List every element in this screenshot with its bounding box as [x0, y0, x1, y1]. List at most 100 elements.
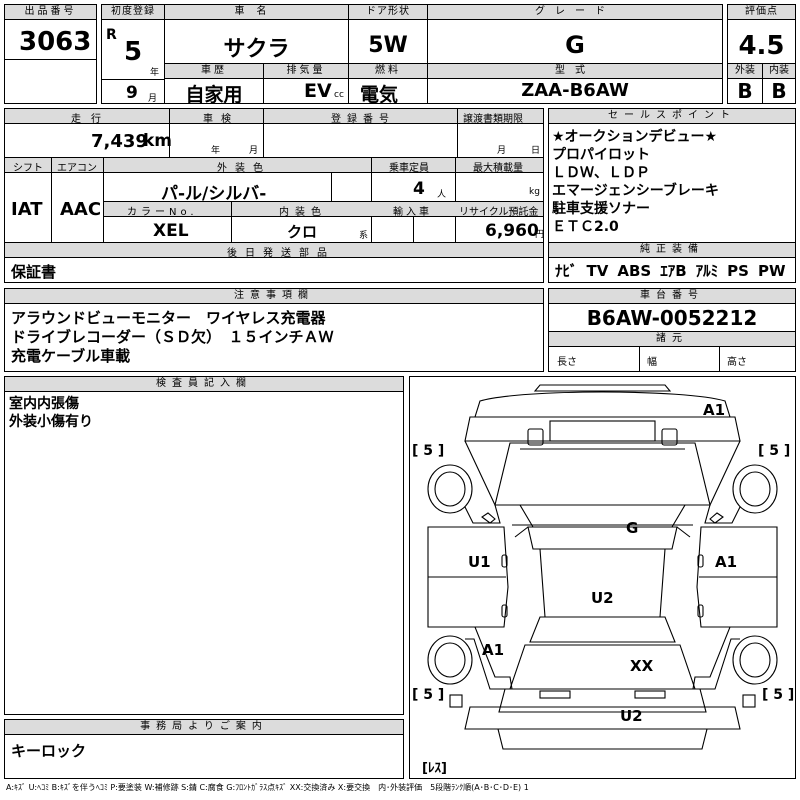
equipment-item: TV	[586, 262, 609, 280]
grade: G	[565, 31, 585, 59]
equipment-item: ABS	[617, 262, 652, 280]
score-label: 評価点	[728, 5, 795, 20]
interior-grade-box: 内装 B	[762, 63, 796, 104]
tire-front-left: [ 5 ]	[412, 443, 444, 459]
door-box: ドア形状 5W	[348, 4, 428, 64]
chassis-number: B6AW-0052212	[586, 306, 758, 330]
lot-number-box: 出品番号 3063	[4, 4, 97, 60]
office-note: キーロック	[11, 742, 87, 760]
spare-tire: [ﾚｽ]	[422, 761, 447, 776]
displacement-box: 排気量 EV cc	[263, 63, 349, 104]
vehicle-info-block: 走行 車検 登録番号 譲渡書類期限 7,439 km 年 月 月 日 シフト エ…	[4, 108, 544, 283]
car-name-box: 車名 サクラ	[164, 4, 349, 64]
grade-label: グレード	[428, 5, 722, 20]
mileage-unit: km	[143, 131, 173, 151]
tire-front-right: [ 5 ]	[758, 443, 790, 459]
lot-blank-box	[4, 59, 97, 104]
mileage: 7,439	[91, 131, 148, 152]
reg-number-label: 登録番号	[331, 114, 395, 125]
color-number-label: カラーNo.	[127, 207, 198, 218]
history-box: 車歴 自家用	[164, 63, 264, 106]
displacement: EV	[304, 80, 332, 102]
lot-number: 3063	[19, 27, 92, 57]
equipment-item: ﾅﾋﾞ	[555, 262, 578, 280]
recycle-unit: 円	[535, 230, 545, 240]
fuel-label: 燃料	[349, 64, 427, 79]
transfer-month-unit: 月	[497, 146, 507, 156]
sales-point-item: ★オークションデビュー★	[552, 129, 718, 145]
exterior-color: パ-ル/シルバ-	[161, 184, 267, 204]
first-registration-label: 初度登録	[102, 5, 164, 20]
inspection-label: 車検	[203, 114, 239, 125]
sales-point-item: エマージェンシーブレーキ	[552, 183, 719, 199]
capacity-label: 乗車定員	[389, 163, 429, 174]
inspection-month-unit: 月	[249, 146, 259, 156]
recycle-label: リサイクル預託金	[459, 207, 539, 218]
mileage-label: 走行	[71, 114, 111, 125]
note-item: ドライブレコーダー（ＳＤ欠） １５インチＡＷ	[11, 328, 334, 346]
inspector-notes: 室内内張傷外装小傷有り	[9, 395, 93, 431]
office-box: 事務局よりご案内 キーロック	[4, 719, 404, 779]
max-load-label: 最大積載量	[473, 163, 523, 174]
recycle-fee: 6,960	[485, 221, 539, 241]
specs-label: 諸元	[549, 332, 795, 347]
exterior-color-label: 外装色	[217, 163, 271, 174]
mark-a1-left: A1	[482, 641, 504, 659]
inspector-note-item: 室内内張傷	[9, 396, 79, 412]
mark-u2-mid: U2	[591, 589, 614, 607]
first-registration-box: 初度登録 R 5 年 9 月	[101, 4, 165, 104]
cc-unit: cc	[334, 90, 344, 100]
reg-month: 9	[126, 83, 138, 103]
capacity-unit: 人	[437, 190, 447, 200]
history: 自家用	[185, 84, 243, 106]
sales-point-item: ＥＴＣ2.0	[552, 219, 619, 235]
door-label: ドア形状	[349, 5, 427, 20]
car-name-label: 車名	[165, 5, 348, 20]
model-label: 型式	[428, 64, 722, 79]
inspector-label: 検査員記入欄	[5, 377, 403, 392]
year-unit: 年	[150, 68, 160, 78]
sales-point-item: ＬＤＷ、ＬＤＰ	[552, 165, 650, 181]
interior-label: 内装	[763, 64, 795, 79]
score-box: 評価点 4.5	[727, 4, 796, 64]
tire-rear-left: [ 5 ]	[412, 687, 444, 703]
chassis-label: 車台番号	[549, 289, 795, 304]
model: ZAA-B6AW	[521, 80, 629, 101]
mark-u2-bottom: U2	[620, 707, 643, 725]
reg-year: 5	[124, 37, 143, 67]
transfer-day-unit: 日	[531, 146, 541, 156]
mark-g: G	[626, 519, 638, 537]
interior-grade: B	[771, 79, 787, 103]
equipment-item: PS	[727, 262, 749, 280]
interior-color: クロ	[287, 223, 318, 241]
grade-box: グレード G	[427, 4, 723, 64]
inspector-box: 検査員記入欄 室内内張傷外装小傷有り	[4, 376, 404, 715]
max-load-unit: kg	[529, 187, 540, 197]
capacity: 4	[413, 179, 425, 199]
exterior-grade: B	[737, 79, 753, 103]
notes-label: 注意事項欄	[5, 289, 543, 304]
fuel: 電気	[359, 84, 398, 106]
height-label: 高さ	[727, 357, 747, 368]
exterior-grade-box: 外装 B	[727, 63, 763, 104]
door-type: 5W	[368, 33, 408, 58]
standard-equipment-label: 純正装備	[549, 243, 795, 258]
history-label: 車歴	[165, 64, 263, 79]
mark-a1-right: A1	[715, 553, 737, 571]
color-number: XEL	[153, 221, 189, 241]
equipment-item: PW	[757, 262, 786, 280]
chassis-box: 車台番号 B6AW-0052212 諸元 長さ 幅 高さ	[548, 288, 796, 372]
car-diagram-svg: A1 G U1 A1 U2 A1 XX U2 [ 5 ] [ 5 ] [ 5 ]…	[412, 384, 794, 776]
lot-number-label: 出品番号	[5, 5, 96, 20]
length-label: 長さ	[557, 357, 577, 368]
damage-diagram: A1 G U1 A1 U2 A1 XX U2 [ 5 ] [ 5 ] [ 5 ]…	[409, 376, 796, 779]
mark-a1-top: A1	[703, 401, 725, 419]
model-box: 型式 ZAA-B6AW	[427, 63, 723, 104]
aircon-label: エアコン	[57, 163, 97, 174]
transfer-deadline-label: 譲渡書類期限	[463, 114, 523, 125]
note-item: 充電ケーブル車載	[11, 347, 131, 365]
note-item: アラウンドビューモニター ワイヤレス充電器	[11, 309, 326, 327]
notes-list: アラウンドビューモニター ワイヤレス充電器ドライブレコーダー（ＳＤ欠） １５イン…	[11, 309, 334, 366]
